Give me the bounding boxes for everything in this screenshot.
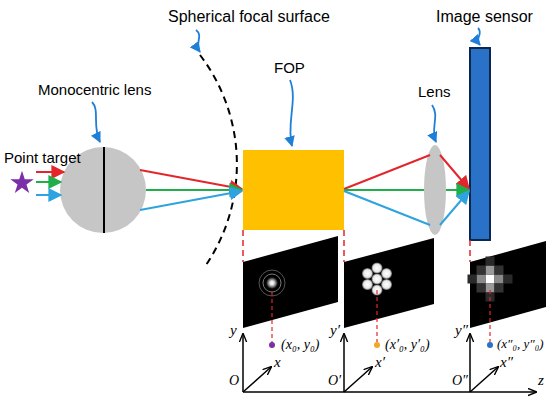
coordinate-label: (x″₀, y″₀) [497, 337, 544, 351]
origin-label: O′ [328, 373, 341, 388]
callout-label: Point target [4, 150, 81, 167]
axis-label: y″ [455, 322, 468, 339]
axis-label: x′ [375, 354, 385, 371]
origin-label: O″ [452, 373, 468, 388]
axis-label: y [230, 322, 237, 339]
fop-block [243, 150, 344, 230]
callout-label: Monocentric lens [38, 82, 151, 99]
coordinate-leaders [272, 290, 490, 342]
callout-label: FOP [274, 60, 305, 77]
axis-label: y′ [330, 322, 340, 339]
axes [243, 334, 536, 392]
callout-label: Spherical focal surface [168, 8, 330, 26]
origin-label: O [229, 373, 239, 388]
coordinate-dot [487, 342, 493, 348]
coordinate-label: (x₀, y₀) [281, 337, 320, 352]
point-target-star [10, 171, 33, 193]
rays [36, 155, 469, 225]
focal-surface-arc [200, 55, 237, 265]
axis-label: x″ [500, 354, 513, 371]
coordinate-label: (x′₀, y′₀) [385, 337, 430, 352]
coordinate-dot [374, 342, 380, 348]
callout-label: Image sensor [436, 8, 533, 26]
axis-label: x [274, 354, 281, 371]
lens-interface [103, 147, 105, 233]
image-panels [243, 236, 546, 328]
callout-label: Lens [418, 84, 451, 101]
pixel-spot [468, 257, 513, 302]
axis-label: z [538, 372, 544, 389]
image-sensor [470, 48, 490, 240]
coordinate-dot [269, 342, 275, 348]
